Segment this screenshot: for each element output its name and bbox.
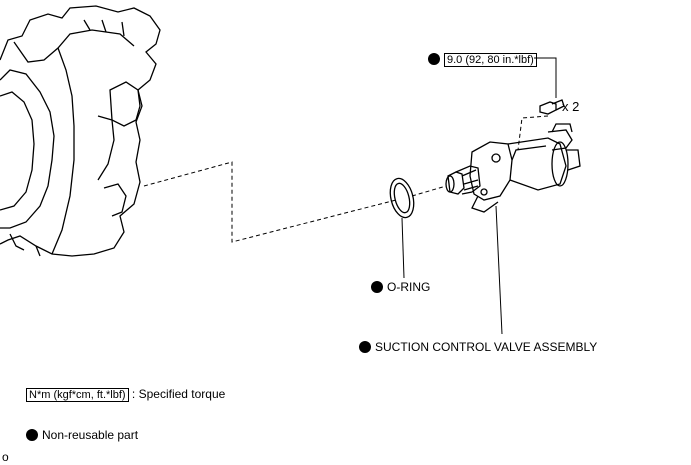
legend-torque: N*m (kgf*cm, ft.*lbf) : Specified torque	[26, 387, 225, 402]
non-reusable-dot-icon	[428, 53, 440, 65]
torque-callout: 9.0 (92, 80 in.*lbf)	[428, 52, 537, 67]
leader-lines	[401, 57, 557, 335]
legend-nonreusable: Non-reusable part	[26, 428, 138, 442]
bolt-quantity: x 2	[562, 99, 580, 114]
legend-torque-unit: N*m (kgf*cm, ft.*lbf)	[26, 388, 129, 402]
o-ring	[389, 177, 415, 219]
supply-pump-body	[0, 5, 161, 257]
non-reusable-dot-icon	[359, 341, 371, 353]
suction-control-valve	[445, 99, 581, 213]
valve-assembly-label: SUCTION CONTROL VALVE ASSEMBLY	[359, 340, 597, 354]
alignment-lines	[143, 115, 549, 243]
torque-value-box: 9.0 (92, 80 in.*lbf)	[444, 53, 537, 67]
oring-label: O-RING	[371, 280, 430, 294]
corner-mark: o	[2, 450, 9, 464]
non-reusable-dot-icon	[26, 429, 38, 441]
non-reusable-dot-icon	[371, 281, 383, 293]
legend-torque-desc: : Specified torque	[131, 387, 226, 401]
